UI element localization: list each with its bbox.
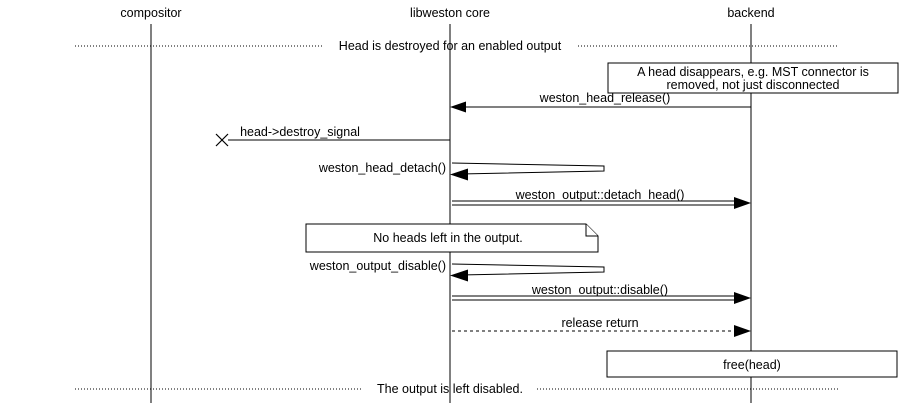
actor-headers-group: compositor libweston core backend [120,6,774,20]
msg-weston-head-detach: weston_head_detach() [318,161,605,181]
msg-weston-head-detach-label: weston_head_detach() [318,161,446,175]
msg-weston-head-release-arrowhead [450,101,466,113]
msg-release-return: release return [452,316,751,337]
divider-top: Head is destroyed for an enabled output [75,39,838,53]
msg-weston-head-release-label: weston_head_release() [539,91,671,105]
note-free-head-line-1: free(head) [723,358,781,372]
actor-label-compositor: compositor [120,6,181,20]
note-free-head-box [606,350,898,378]
msg-weston-output-detach-head-label: weston_output::detach_head() [515,188,685,202]
divider-bottom-label: The output is left disabled. [377,382,523,396]
msg-weston-output-disable-label: weston_output::disable() [531,283,668,297]
divider-bottom: The output is left disabled. [75,382,838,396]
msg-weston-output-disable-self-label: weston_output_disable() [309,259,446,273]
divider-top-label: Head is destroyed for an enabled output [339,39,562,53]
msg-weston-output-disable-self-arrowhead [450,269,468,282]
msg-head-destroy-signal: head->destroy_signal [215,125,450,147]
note-head-disappears: A head disappears, e.g. MST connector is… [607,62,899,94]
note-head-disappears-box [607,62,899,94]
msg-weston-output-disable-self-loop [451,263,605,276]
msg-weston-head-detach-arrowhead [450,168,468,181]
actor-label-libweston-core: libweston core [410,6,490,20]
msg-weston-output-detach-head-arrowhead [734,197,751,209]
note-no-heads-left-line-1: No heads left in the output. [373,231,522,245]
actor-label-backend: backend [727,6,774,20]
msg-release-return-label: release return [561,316,638,330]
note-no-heads-left-fold-icon [585,224,598,237]
msg-head-destroy-signal-label: head->destroy_signal [240,125,360,139]
msg-weston-output-detach-head: weston_output::detach_head() [452,188,751,209]
msg-weston-head-detach-loop [451,162,605,175]
msg-weston-output-disable-arrowhead [734,292,751,304]
note-head-disappears-line-2: removed, not just disconnected [666,78,839,92]
lost-message-x-icon [215,133,229,147]
msg-weston-output-disable-self: weston_output_disable() [309,259,605,282]
note-no-heads-left: No heads left in the output. [305,223,599,253]
note-free-head: free(head) [606,350,898,378]
msg-weston-output-disable: weston_output::disable() [452,283,751,304]
note-no-heads-left-box [305,223,599,253]
note-head-disappears-line-1: A head disappears, e.g. MST connector is [637,65,869,79]
msg-weston-head-release: weston_head_release() [450,91,751,113]
msg-release-return-arrowhead [734,325,751,337]
